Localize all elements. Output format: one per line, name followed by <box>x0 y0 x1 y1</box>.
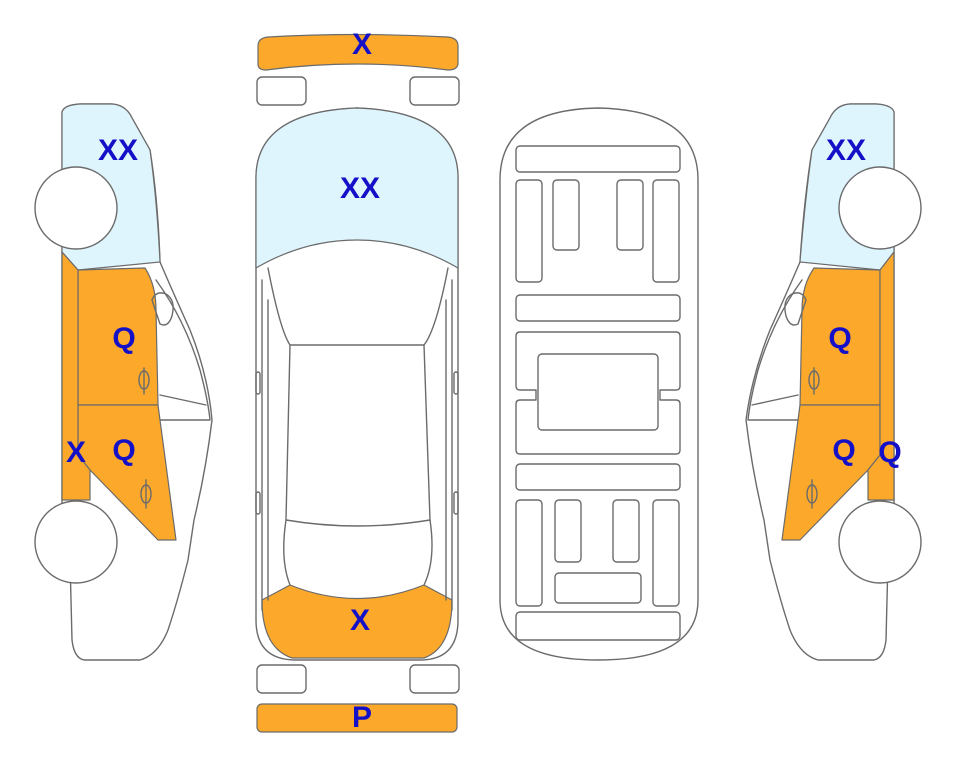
right-mirror <box>784 292 807 326</box>
left-rear-wheel <box>34 500 118 584</box>
label-right-glass: XX <box>826 134 866 167</box>
right-front-wheel <box>838 166 922 250</box>
rear-light-right <box>409 664 460 694</box>
label-left-rear-door: Q <box>112 434 135 467</box>
left-window-frame <box>155 279 211 421</box>
left-rear-handle <box>140 479 152 509</box>
underside-rail-rl <box>515 499 543 607</box>
left-side-view: XX Q Q X <box>34 103 213 661</box>
underside-cross-front <box>515 294 681 322</box>
top-right-mirror <box>453 371 459 395</box>
label-right-rear-door: Q <box>832 434 855 467</box>
underside-front-bar <box>515 145 681 173</box>
label-windshield: XX <box>340 172 380 205</box>
label-front-bumper: X <box>352 28 372 61</box>
label-right-front-door: Q <box>828 322 851 355</box>
underside-slot-fr <box>616 179 644 251</box>
rear-glass-panel <box>261 584 453 659</box>
left-mirror <box>151 292 174 326</box>
underside-rail-fl <box>515 179 543 283</box>
left-front-door-panel <box>77 267 159 406</box>
right-front-handle <box>808 367 820 395</box>
underside-outline <box>499 107 699 661</box>
label-left-rocker: X <box>66 436 86 469</box>
underside-cross-rear <box>515 463 681 491</box>
underside-center-plate <box>537 353 659 431</box>
right-belt-line <box>751 394 799 406</box>
right-window-frame <box>747 279 803 421</box>
top-left-pillar <box>261 279 269 611</box>
left-rocker-panel <box>61 251 91 501</box>
label-rear-bumper: P <box>352 701 372 734</box>
underside-rear-box <box>554 572 642 604</box>
underside-slot-rr <box>612 499 640 563</box>
label-rear-glass: X <box>350 604 370 637</box>
underside-view <box>499 107 699 661</box>
top-right-handle <box>453 491 459 515</box>
right-rocker-panel <box>867 251 895 501</box>
underside-center-frame <box>515 331 681 455</box>
underside-rail-rr <box>652 499 680 607</box>
right-rear-handle <box>806 479 818 509</box>
top-rear-window-frame <box>283 519 433 586</box>
label-right-rocker: Q <box>878 436 901 469</box>
right-rear-wheel <box>838 500 922 584</box>
label-left-front-door: Q <box>112 322 135 355</box>
underside-rear-bar <box>515 611 681 641</box>
rear-bumper-panel <box>256 703 458 733</box>
label-left-glass: XX <box>98 134 138 167</box>
windshield-panel <box>255 107 459 270</box>
front-bumper-panel <box>257 33 459 71</box>
rear-light-left <box>256 664 307 694</box>
right-side-view: XX Q Q Q <box>745 103 922 661</box>
top-left-mirror <box>255 371 261 395</box>
top-right-pillar <box>445 279 453 611</box>
underside-slot-rl <box>554 499 582 563</box>
underside-slot-fl <box>552 179 580 251</box>
left-front-wheel <box>34 166 118 250</box>
front-headlight-right <box>409 76 460 106</box>
top-roof-outline <box>285 344 431 527</box>
underside-rail-fr <box>652 179 680 283</box>
top-view: X XX X P <box>255 28 460 734</box>
front-headlight-left <box>256 76 307 106</box>
left-belt-line <box>159 394 207 406</box>
top-left-handle <box>255 491 261 515</box>
left-front-handle <box>138 367 150 395</box>
right-front-door-panel <box>799 267 881 406</box>
